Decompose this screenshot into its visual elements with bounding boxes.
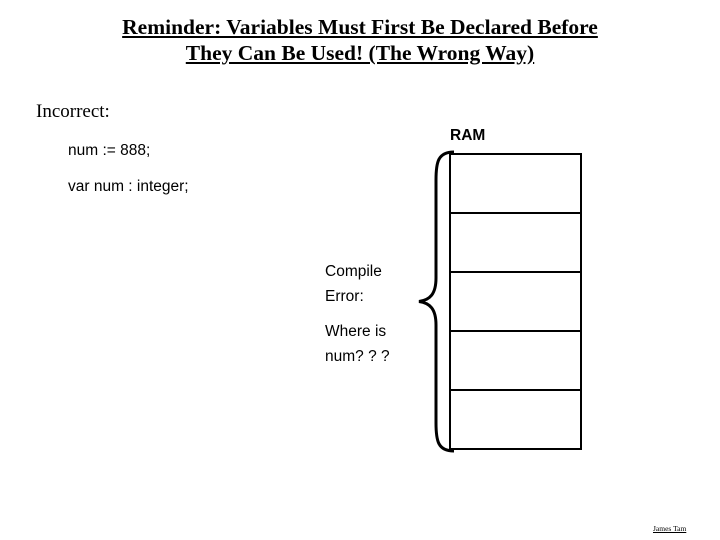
curly-brace-icon [416, 150, 456, 453]
where-is-num-text: Where is num? ? ? [325, 319, 390, 369]
question-line-2: num? ? ? [325, 348, 390, 365]
compile-error-line-1: Compile [325, 263, 382, 280]
ram-memory-box [449, 153, 582, 450]
ram-cell-divider [451, 212, 580, 214]
title-line-2: They Can Be Used! (The Wrong Way) [185, 41, 535, 65]
code-line-declaration: var num : integer; [68, 178, 189, 195]
compile-error-line-2: Error: [325, 288, 364, 305]
page-title: Reminder: Variables Must First Be Declar… [26, 14, 694, 66]
ram-cell-divider [451, 389, 580, 391]
incorrect-label: Incorrect: [36, 101, 110, 122]
ram-cell-divider [451, 271, 580, 273]
code-line-assignment: num := 888; [68, 142, 151, 159]
ram-cell-divider [451, 330, 580, 332]
footer-credit: James Tam [653, 524, 687, 533]
question-line-1: Where is [325, 323, 387, 340]
title-line-1: Reminder: Variables Must First Be Declar… [122, 15, 598, 39]
compile-error-text: Compile Error: [325, 259, 382, 309]
ram-label: RAM [450, 127, 486, 144]
